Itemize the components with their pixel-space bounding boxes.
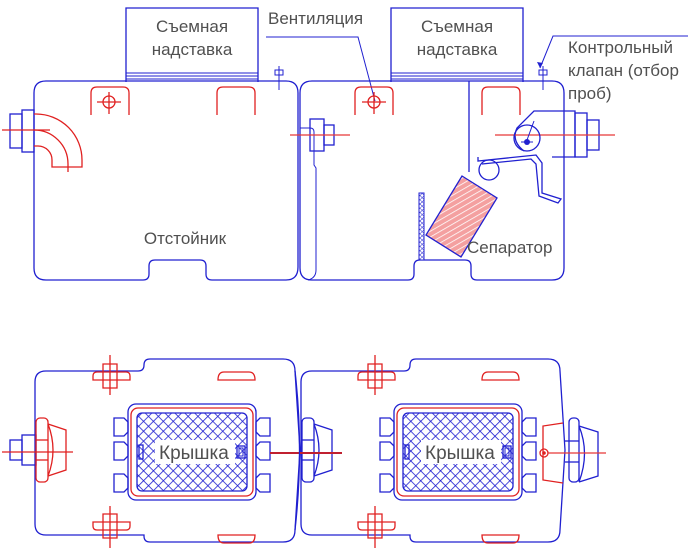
lifting-lug-bottom: [357, 513, 396, 539]
connection-collar: [301, 417, 315, 483]
lifting-lug-top: [357, 363, 396, 389]
inlet-elbow: [34, 113, 83, 168]
ventilation-label: Вентиляция: [268, 9, 363, 28]
top-separator-module: Крышка: [294, 355, 606, 548]
lid-left: Крышка: [113, 403, 271, 501]
lid-right: Крышка: [379, 403, 537, 501]
lifting-lug-bottom: [92, 513, 131, 539]
lifting-lug: [481, 86, 521, 115]
separator-label: Сепаратор: [467, 238, 552, 257]
extension-right-label-2: надставка: [417, 40, 498, 59]
outlet-fitting: [539, 417, 606, 484]
control-valve-label-1: Контрольный: [568, 38, 673, 57]
separator-tank: Сепаратор: [290, 66, 615, 281]
removable-extension-right: Съемная надставка: [390, 7, 524, 82]
settler-label: Отстойник: [144, 229, 227, 248]
extension-left-label-1: Съемная: [156, 17, 228, 36]
lifting-lug: [216, 86, 256, 115]
extension-right-label-1: Съемная: [421, 17, 493, 36]
ventilation-callout: Вентиляция: [266, 9, 376, 102]
lid-right-label: Крышка: [425, 443, 495, 464]
lid-left-label: Крышка: [159, 443, 229, 464]
inlet-flange: [21, 109, 35, 153]
extension-left-label-2: надставка: [152, 40, 233, 59]
ventilation-lug: [354, 86, 394, 115]
inlet-stub: [9, 439, 23, 461]
side-view: Съемная надставка Съемная надставка Вент…: [2, 7, 688, 281]
separator-element: [425, 175, 498, 258]
control-valve-label-2: клапан (отбор: [568, 61, 679, 80]
settler-tank: Отстойник: [2, 66, 299, 281]
control-valve-callout: Контрольный клапан (отбор проб): [537, 35, 688, 103]
float-valve: [477, 110, 615, 204]
removable-extension-left: Съемная надставка: [125, 7, 259, 82]
top-settler-module: Крышка: [2, 355, 340, 548]
top-view: Крышка: [2, 355, 606, 548]
lifting-lug-top: [92, 363, 131, 389]
lifting-lug: [90, 86, 130, 115]
baffle-plate: [418, 192, 425, 261]
control-valve-label-3: проб): [568, 84, 612, 103]
inlet-collar: [35, 417, 49, 483]
inlet-flange-outer: [9, 113, 23, 149]
